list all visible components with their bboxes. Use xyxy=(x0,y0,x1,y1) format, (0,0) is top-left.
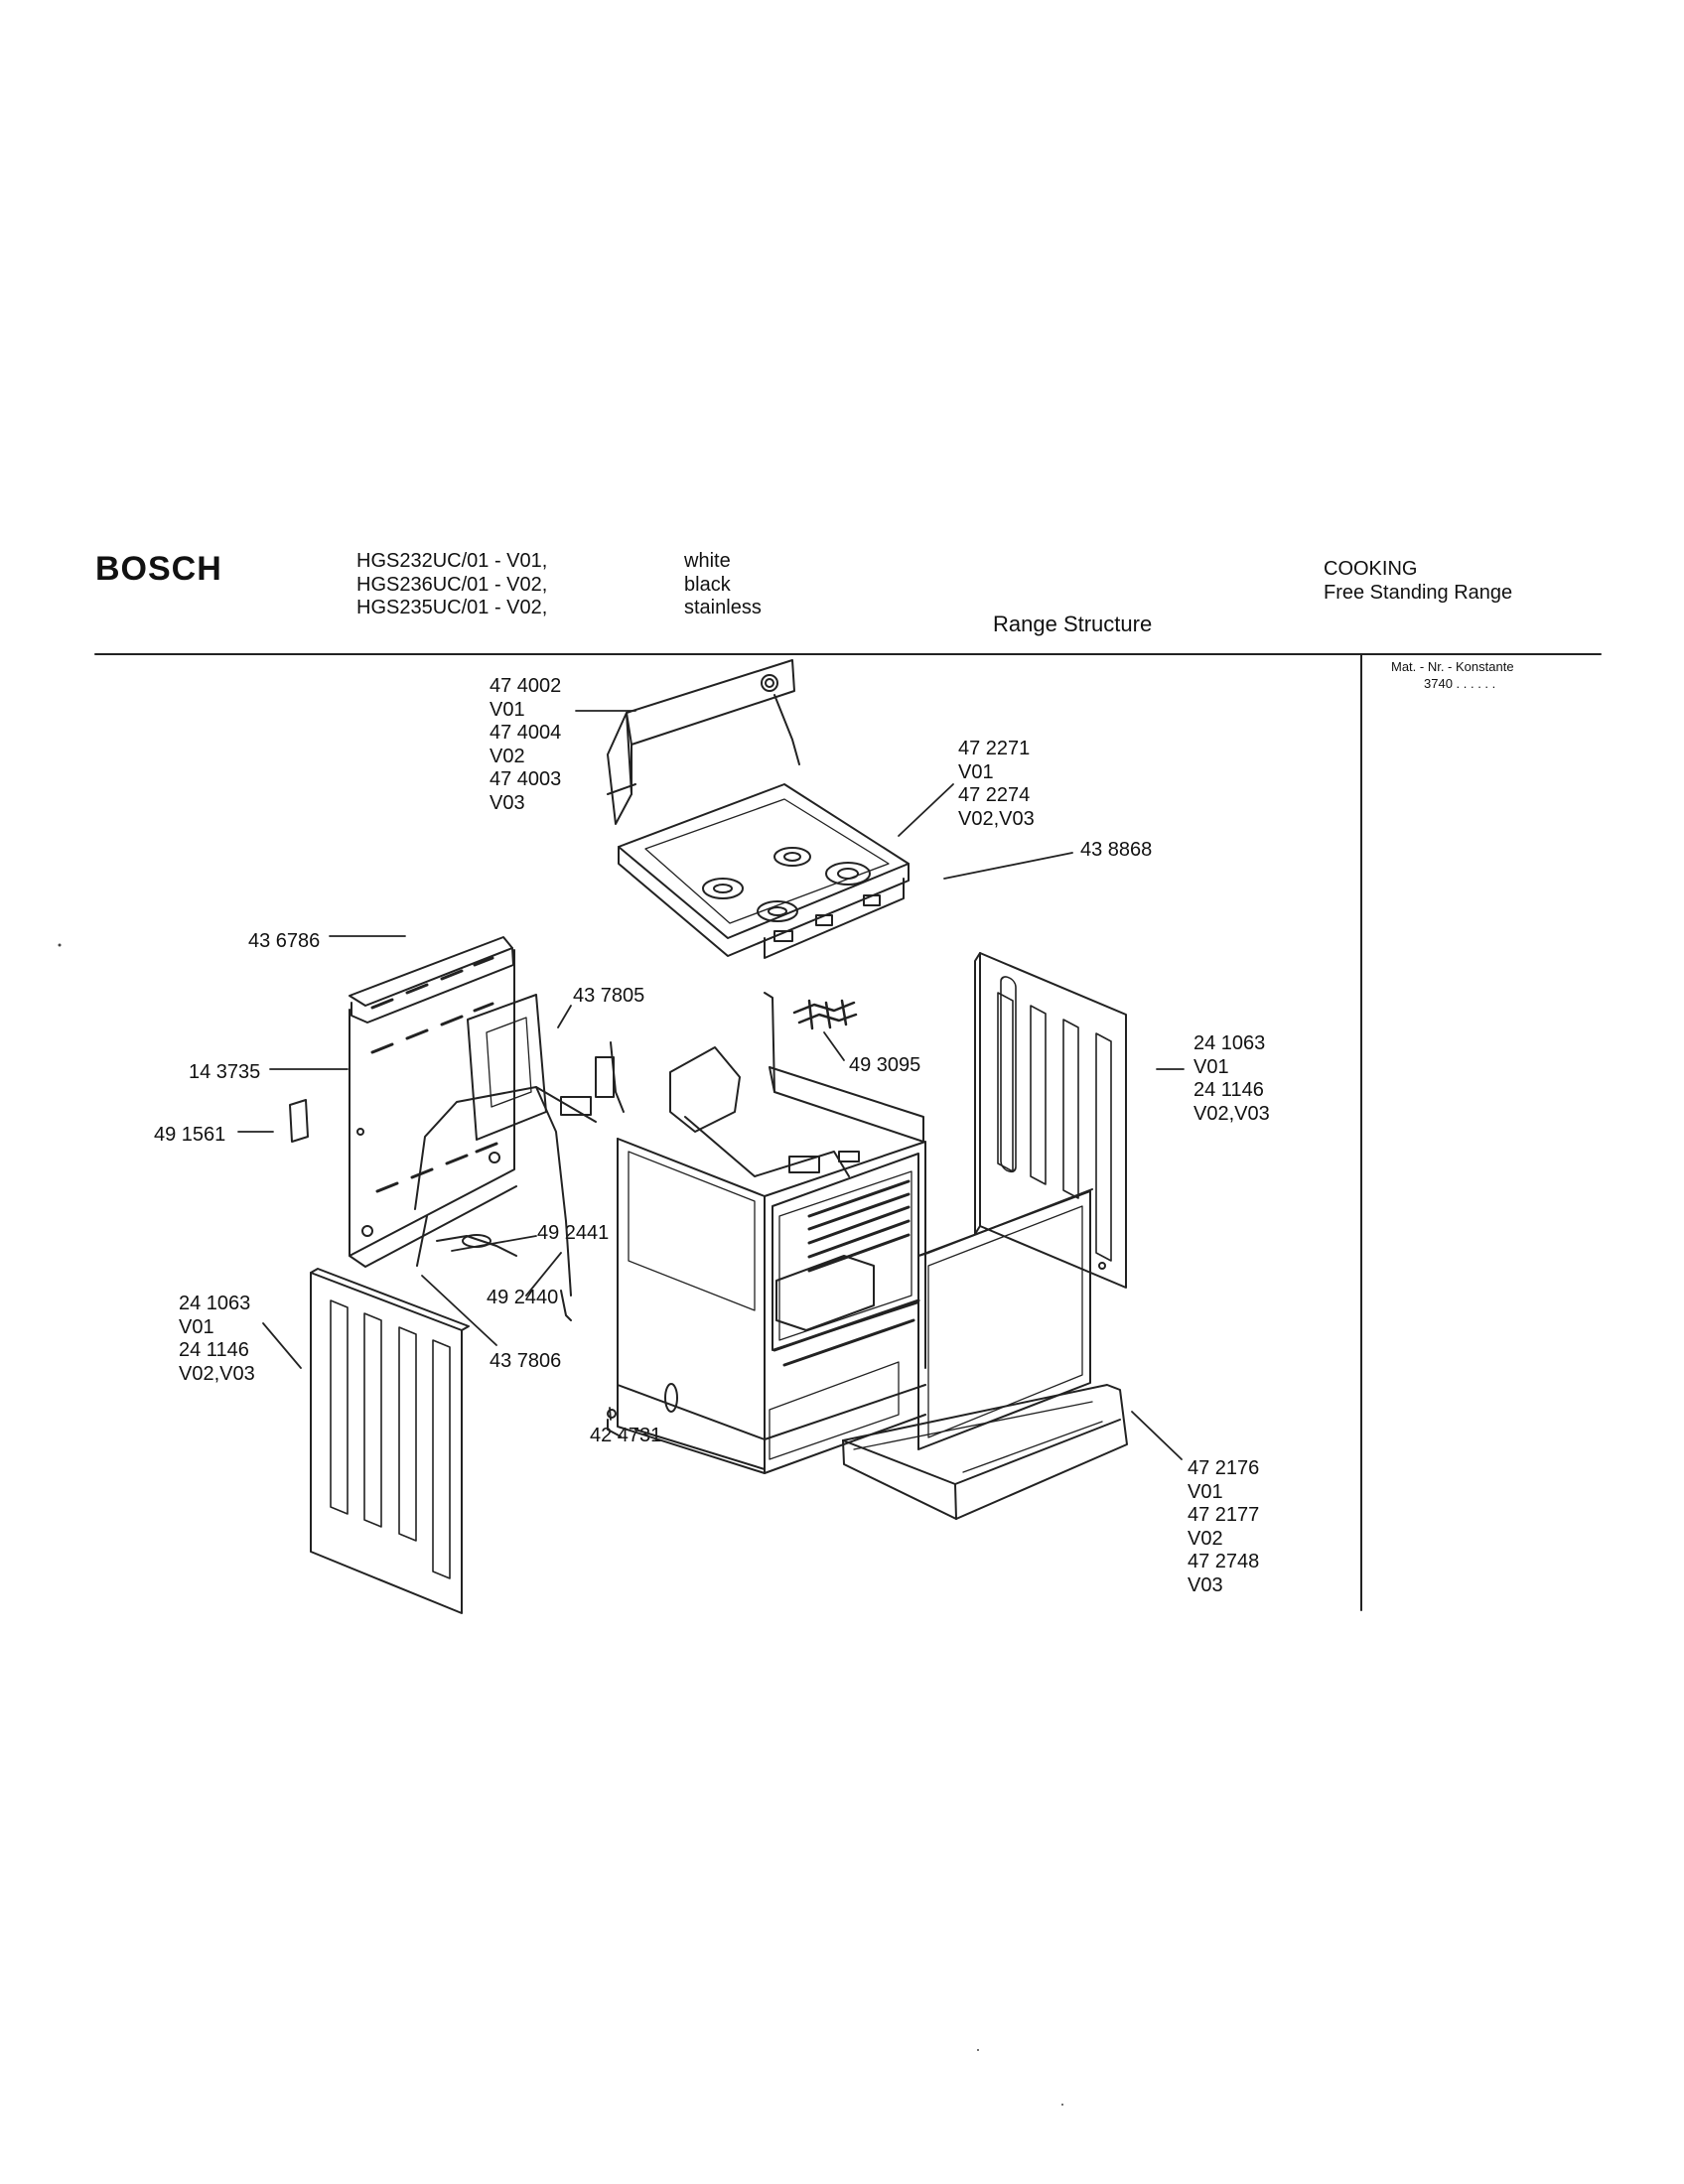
category-block: COOKING Free Standing Range xyxy=(1324,558,1512,605)
leader-lines xyxy=(237,710,1185,1460)
rear-panel-part xyxy=(349,936,517,1268)
callout-cooktop-seal: 43 8868 xyxy=(1080,839,1153,861)
callout-wiring: 49 3095 xyxy=(849,1054,921,1076)
backguard-part xyxy=(607,659,800,825)
model-line: HGS232UC/01 - V01, xyxy=(356,550,548,572)
model-line: HGS236UC/01 - V02, xyxy=(356,573,548,596)
callout-cover-plate: 49 1561 xyxy=(154,1124,226,1146)
drawer-part xyxy=(842,1384,1128,1520)
category-line: COOKING xyxy=(1324,558,1418,580)
callout-backguard: 47 4002 V01 47 4004 V02 47 4003 V03 xyxy=(490,675,562,814)
color-line: black xyxy=(684,573,731,596)
callout-left-side-panel: 24 1063 V01 24 1146 V02,V03 xyxy=(179,1293,255,1385)
oven-body-part xyxy=(607,1138,926,1474)
cooktop-part xyxy=(618,783,910,959)
scan-specks xyxy=(58,943,1063,2106)
callout-bracket: 43 7805 xyxy=(573,985,645,1007)
gas-manifold-part xyxy=(414,1041,625,1321)
material-note-value: 3740 . . . . . . xyxy=(1424,676,1496,691)
callout-gas-tube-1: 49 2441 xyxy=(537,1222,610,1244)
callout-cooktop: 47 2271 V01 47 2274 V02,V03 xyxy=(958,738,1035,830)
callout-rear-panel-top: 43 6786 xyxy=(248,930,321,952)
wiring-harness-part xyxy=(792,999,858,1030)
callout-tube-bracket: 43 7806 xyxy=(490,1350,562,1372)
color-line: white xyxy=(684,550,731,572)
callout-gas-tube-2: 49 2440 xyxy=(487,1287,559,1308)
color-list: white black stainless xyxy=(684,550,762,620)
section-title: Range Structure xyxy=(993,612,1153,636)
model-list: HGS232UC/01 - V01, HGS236UC/01 - V02, HG… xyxy=(356,550,547,620)
door-part xyxy=(917,1188,1093,1450)
right-side-panel-part xyxy=(974,952,1127,1289)
callout-right-side-panel: 24 1063 V01 24 1146 V02,V03 xyxy=(1193,1032,1270,1125)
category-line: Free Standing Range xyxy=(1324,581,1513,604)
brand-logo: BOSCH xyxy=(95,550,222,588)
model-line: HGS235UC/01 - V02, xyxy=(356,597,548,618)
callout-rear-panel: 14 3735 xyxy=(189,1061,261,1083)
cover-plate-part xyxy=(289,1099,309,1143)
color-line: stainless xyxy=(684,597,762,618)
callout-drawer: 47 2176 V01 47 2177 V02 47 2748 V03 xyxy=(1188,1457,1260,1596)
bracket-part xyxy=(467,994,547,1141)
chassis-top-part xyxy=(669,992,924,1177)
left-side-panel-part xyxy=(310,1268,470,1614)
material-note-label: Mat. - Nr. - Konstante xyxy=(1391,659,1514,674)
